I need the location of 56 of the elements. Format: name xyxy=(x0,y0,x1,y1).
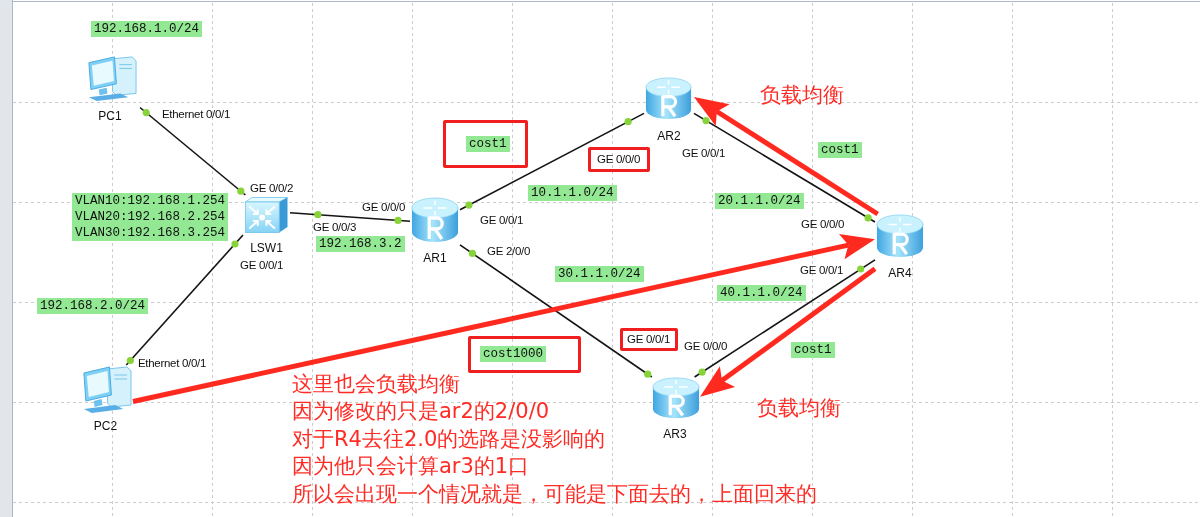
port-label: Ethernet 0/0/1 xyxy=(138,357,207,369)
port-label: GE 0/0/1 xyxy=(627,333,670,345)
connector-line xyxy=(459,112,645,211)
annotation-text: 负载均衡 xyxy=(757,396,841,420)
port-label: GE 0/0/0 xyxy=(801,218,844,230)
device-label: AR2 xyxy=(657,130,681,143)
device-label: PC1 xyxy=(98,110,122,123)
network-label: 10.1.1.0/24 xyxy=(528,185,617,201)
network-label: VLAN20:192.168.2.254 xyxy=(72,209,229,225)
network-label: 192.168.1.0/24 xyxy=(91,21,203,37)
network-label: 30.1.1.0/24 xyxy=(555,266,644,282)
cost-label: cost1 xyxy=(818,142,862,158)
device-label: LSW1 xyxy=(250,242,283,255)
connector-line xyxy=(125,234,244,366)
network-label: 20.1.1.0/24 xyxy=(715,193,804,209)
port-label: GE 2/0/0 xyxy=(487,245,530,257)
annotation-text: 所以会出现一个情况就是，可能是下面去的，上面回来的 xyxy=(292,481,817,507)
network-label: 192.168.3.2 xyxy=(316,236,405,252)
highlight-box xyxy=(588,147,650,172)
arrow xyxy=(700,266,877,397)
arrow xyxy=(693,96,880,217)
annotation-text: 这里也会负载均衡 xyxy=(292,372,460,397)
cost-label: cost1 xyxy=(466,136,510,152)
port-label: GE 0/0/1 xyxy=(240,259,283,271)
highlight-box xyxy=(620,328,678,351)
connector-line xyxy=(693,259,876,378)
connector-line xyxy=(289,211,411,223)
cost-label: cost1 xyxy=(791,342,835,358)
port-label: GE 0/0/1 xyxy=(480,214,523,226)
annotation-text: 因为修改的只是ar2的2/0/0 xyxy=(292,399,550,425)
device-label: AR4 xyxy=(888,267,912,280)
connector-line xyxy=(459,244,653,378)
connector-line xyxy=(693,112,876,223)
network-label: 40.1.1.0/24 xyxy=(717,285,806,301)
network-label: VLAN30:192.168.3.254 xyxy=(72,225,229,241)
port-label: GE 0/0/0 xyxy=(684,340,727,352)
device-label: AR1 xyxy=(423,252,447,265)
highlight-box xyxy=(443,120,528,168)
network-label: 192.168.2.0/24 xyxy=(37,298,149,314)
arrow xyxy=(132,233,875,404)
network-label: VLAN10:192.168.1.254 xyxy=(72,193,229,209)
port-label: GE 0/0/1 xyxy=(800,264,843,276)
port-label: GE 0/0/0 xyxy=(362,201,405,213)
highlight-box xyxy=(468,336,581,373)
annotation-text: 对于R4去往2.0的选路是没影响的 xyxy=(292,426,606,452)
port-label: GE 0/0/2 xyxy=(250,182,293,194)
device-label: PC2 xyxy=(93,420,118,433)
device-label: AR3 xyxy=(663,428,687,441)
port-label: GE 0/0/1 xyxy=(682,147,725,159)
port-label: Ethernet 0/0/1 xyxy=(162,108,231,120)
annotation-text: 因为他只会计算ar3的1口 xyxy=(292,454,530,480)
annotation-text: 负载均衡 xyxy=(760,83,844,107)
port-label: GE 0/0/0 xyxy=(597,153,640,165)
cost-label: cost1000 xyxy=(480,346,546,362)
port-label: GE 0/0/3 xyxy=(313,221,356,233)
connector-line xyxy=(139,106,247,196)
